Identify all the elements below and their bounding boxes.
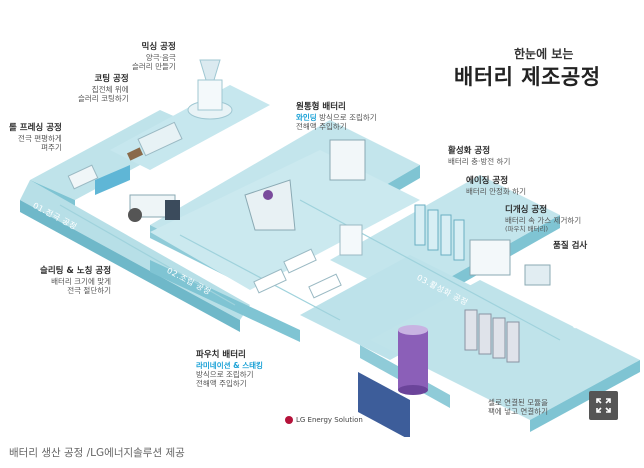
label-activation: 활성화 공정 배터리 충·방전 하기 — [448, 146, 510, 166]
label-desc-text: 방식으로 조립하기 — [319, 112, 377, 122]
label-desc: 펴주기 — [41, 143, 62, 152]
factory-platform — [20, 59, 640, 437]
image-caption: 배터리 생산 공정 /LG에너지솔루션 제공 — [9, 447, 185, 459]
label-desc: 팩에 넣고 연결하기 — [488, 407, 548, 417]
brand-logo: LG Energy Solution — [285, 416, 363, 424]
label-desc: 양극·음극 — [145, 52, 176, 62]
label-pack: 셀로 연결된 모듈을 팩에 넣고 연결하기 — [488, 398, 548, 417]
label-title: 에이징 공정 — [466, 176, 509, 186]
label-desc: 전극 절단하기 — [67, 286, 112, 295]
label-desc: 방식으로 조립하기 — [196, 370, 254, 379]
label-coating: 코팅 공정 집전체 위에 슬러리 코팅하기 — [78, 74, 129, 103]
label-highlight: 라미네이션 & 스태킹 — [196, 360, 263, 370]
pouch-stacking — [253, 224, 363, 299]
label-desc: 전해액 주입하기 — [296, 122, 347, 131]
label-aging: 에이징 공정 배터리 안정화 하기 — [466, 176, 526, 196]
label-mixing: 믹싱 공정 양극·음극 슬러리 만들기 — [132, 42, 176, 71]
label-highlight: 와인딩 — [296, 112, 317, 122]
stage-label-battery-complete: 배터리 만들기 완성 — [346, 370, 355, 435]
activation-racks — [414, 204, 465, 261]
expand-button[interactable] — [589, 391, 618, 420]
label-desc: 배터리 속 가스 제거하기 — [505, 215, 582, 225]
battery-cylinder — [398, 325, 428, 395]
label-desc: 배터리 충·방전 하기 — [448, 156, 511, 166]
label-desc: 집전체 위에 — [91, 84, 129, 94]
winding-machine — [244, 139, 366, 231]
degas-machine — [469, 239, 551, 286]
lg-logo-icon — [285, 416, 293, 424]
label-desc: 전해액 주입하기 — [196, 379, 247, 389]
label-title: 롤 프레싱 공정 — [9, 123, 62, 133]
mixing-tank — [187, 59, 233, 120]
conveyor-lines — [59, 199, 561, 341]
expand-icon — [596, 398, 611, 413]
label-title: 품질 검사 — [553, 241, 588, 251]
label-pouch: 파우치 배터리 라미네이션 & 스태킹 방식으로 조립하기 전해액 주입하기 — [196, 350, 263, 389]
label-title: 파우치 배터리 — [196, 350, 246, 360]
diagram-canvas: 한눈에 보는 배터리 제조공정 믹싱 공정 양극·음극 슬러리 만들기 코팅 공… — [9, 42, 640, 437]
label-degas: 디개싱 공정 배터리 속 가스 제거하기 (파우치 배터리) — [505, 205, 581, 233]
slitting-machine — [128, 194, 180, 222]
label-desc: 배터리 크기에 맞게 — [51, 276, 112, 286]
rollpress-machine — [67, 164, 130, 195]
label-title: 믹싱 공정 — [141, 42, 176, 52]
label-title: 활성화 공정 — [448, 146, 491, 156]
label-desc: 와인딩 방식으로 조립하기 — [296, 113, 377, 122]
pack-modules — [464, 309, 520, 363]
coating-rollers — [126, 121, 183, 161]
label-cylindrical: 원통형 배터리 와인딩 방식으로 조립하기 전해액 주입하기 — [296, 102, 377, 131]
label-desc: 셀로 연결된 모듈을 — [488, 398, 548, 407]
brand-name: LG Energy Solution — [296, 416, 363, 424]
label-rollpress: 롤 프레싱 공정 전극 편평하게 펴주기 — [9, 123, 62, 152]
label-title: 코팅 공정 — [94, 74, 129, 84]
label-slitting: 슬리팅 & 노칭 공정 배터리 크기에 맞게 전극 절단하기 — [40, 266, 111, 295]
label-desc: 슬러리 코팅하기 — [78, 94, 129, 103]
label-desc: (파우치 배터리) — [505, 225, 549, 233]
title-small: 한눈에 보는 — [514, 47, 574, 61]
label-title: 디개싱 공정 — [505, 205, 548, 215]
label-title: 원통형 배터리 — [296, 102, 346, 112]
label-desc: 슬러리 만들기 — [132, 62, 176, 71]
label-inspection: 품질 검사 — [553, 241, 587, 252]
page-title: 배터리 제조공정 — [454, 65, 601, 89]
label-title: 슬리팅 & 노칭 공정 — [40, 266, 112, 276]
label-desc: 전극 편평하게 — [18, 133, 62, 143]
label-desc: 배터리 안정화 하기 — [466, 186, 526, 196]
